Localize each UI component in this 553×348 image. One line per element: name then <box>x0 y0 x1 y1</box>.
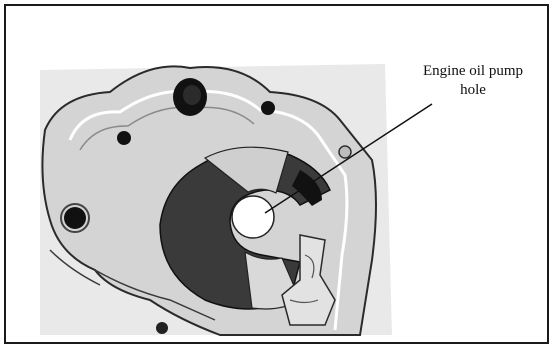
callout-label-line2: hole <box>460 82 486 98</box>
bolt-lower <box>156 322 168 334</box>
oil-pump-hole <box>232 196 274 238</box>
upper-bolt-hole-inner <box>183 85 201 105</box>
bolt-hole-left-small <box>117 131 131 145</box>
callout-label-line1: Engine oil pump <box>423 63 523 79</box>
bolt-right <box>339 146 351 158</box>
bolt-hole-left-large <box>64 207 86 229</box>
bolt-hole-right-small <box>261 101 275 115</box>
